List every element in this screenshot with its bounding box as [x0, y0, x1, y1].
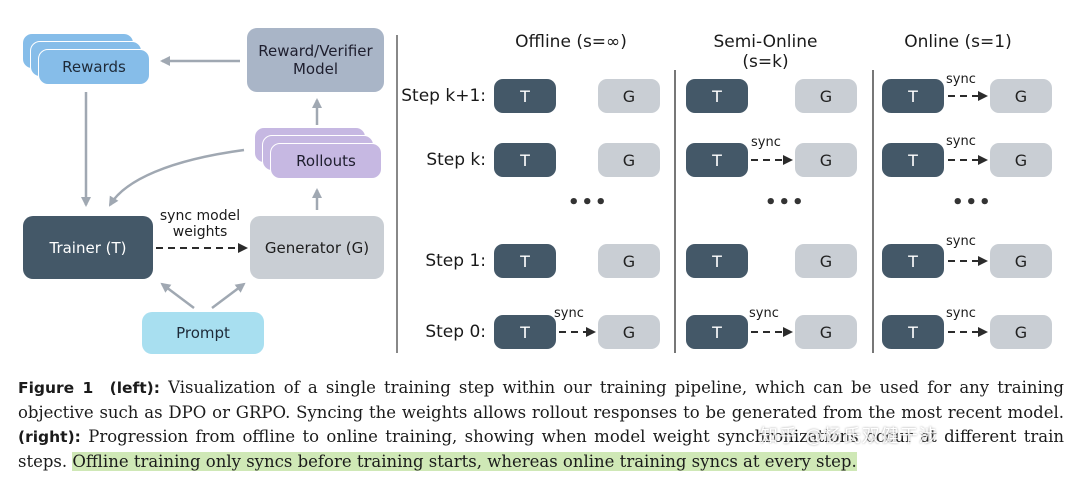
- column-separator-1: [674, 70, 676, 353]
- sync-label: sync: [946, 72, 976, 87]
- node-trainer: T: [494, 315, 556, 349]
- node-trainer: T: [686, 315, 748, 349]
- arrow-rollouts-to-trainer: [108, 148, 245, 207]
- step-label-k: Step k:: [426, 150, 486, 170]
- generator-box: Generator (G): [250, 216, 384, 279]
- ellipsis: •••: [952, 192, 993, 213]
- left-tag: (left):: [109, 379, 160, 397]
- node-generator: G: [990, 244, 1052, 278]
- rewards-box: Rewards: [38, 49, 150, 85]
- node-generator: G: [795, 79, 857, 113]
- trainer-box: Trainer (T): [23, 216, 153, 279]
- rollouts-box: Rollouts: [270, 143, 382, 179]
- node-trainer: T: [882, 143, 944, 177]
- step-label-k-plus-1: Step k+1:: [401, 86, 486, 106]
- node-generator: G: [598, 79, 660, 113]
- column-header-offline: Offline (s=∞): [515, 32, 627, 52]
- node-generator: G: [795, 143, 857, 177]
- node-generator: G: [598, 143, 660, 177]
- column-header-semi-online: Semi-Online (s=k): [713, 32, 818, 72]
- arrow-prompt-to-trainer: [160, 282, 195, 309]
- caption-right-text: Progression from offline to online train…: [18, 427, 1064, 471]
- reward-verifier-model-box: Reward/Verifier Model: [247, 28, 384, 92]
- reward-verifier-label: Reward/Verifier Model: [258, 42, 373, 78]
- sync-label: sync: [946, 134, 976, 149]
- arrow-prompt-to-generator: [211, 282, 246, 309]
- node-trainer: T: [494, 79, 556, 113]
- watermark: 知乎 @杨氏双健干涉: [760, 426, 938, 447]
- trainer-label: Trainer (T): [49, 238, 127, 257]
- node-generator: G: [990, 143, 1052, 177]
- figure-label: Figure 1: [18, 379, 94, 397]
- caption-highlight: Offline training only syncs before train…: [72, 451, 857, 471]
- node-trainer: T: [686, 79, 748, 113]
- node-generator: G: [598, 315, 660, 349]
- node-trainer: T: [494, 244, 556, 278]
- column-separator-2: [872, 70, 874, 353]
- node-generator: G: [795, 315, 857, 349]
- column-header-online: Online (s=1): [904, 32, 1012, 52]
- sync-label: sync: [751, 135, 781, 150]
- caption-left-text: Visualization of a single training step …: [18, 378, 1064, 422]
- section-divider: [396, 35, 398, 353]
- node-generator: G: [598, 244, 660, 278]
- generator-label: Generator (G): [264, 238, 370, 257]
- step-label-1: Step 1:: [425, 251, 486, 271]
- right-tag: (right):: [18, 428, 81, 446]
- node-trainer: T: [882, 79, 944, 113]
- node-trainer: T: [494, 143, 556, 177]
- sync-label: sync: [554, 306, 584, 321]
- sync-label: sync: [946, 234, 976, 249]
- rewards-label: Rewards: [62, 58, 126, 76]
- node-trainer: T: [882, 244, 944, 278]
- rollouts-label: Rollouts: [296, 152, 356, 170]
- prompt-box: Prompt: [142, 312, 264, 354]
- prompt-label: Prompt: [176, 324, 230, 342]
- node-generator: G: [990, 79, 1052, 113]
- figure-caption: Figure 1 (left): Visualization of a sing…: [18, 376, 1064, 474]
- step-label-0: Step 0:: [425, 322, 486, 342]
- node-trainer: T: [686, 143, 748, 177]
- node-generator: G: [795, 244, 857, 278]
- sync-label: sync: [749, 306, 779, 321]
- ellipsis: •••: [765, 192, 806, 213]
- node-trainer: T: [686, 244, 748, 278]
- sync-label: sync: [946, 306, 976, 321]
- ellipsis: •••: [568, 192, 609, 213]
- node-trainer: T: [882, 315, 944, 349]
- sync-model-weights-label: sync model weights: [159, 208, 241, 240]
- node-generator: G: [990, 315, 1052, 349]
